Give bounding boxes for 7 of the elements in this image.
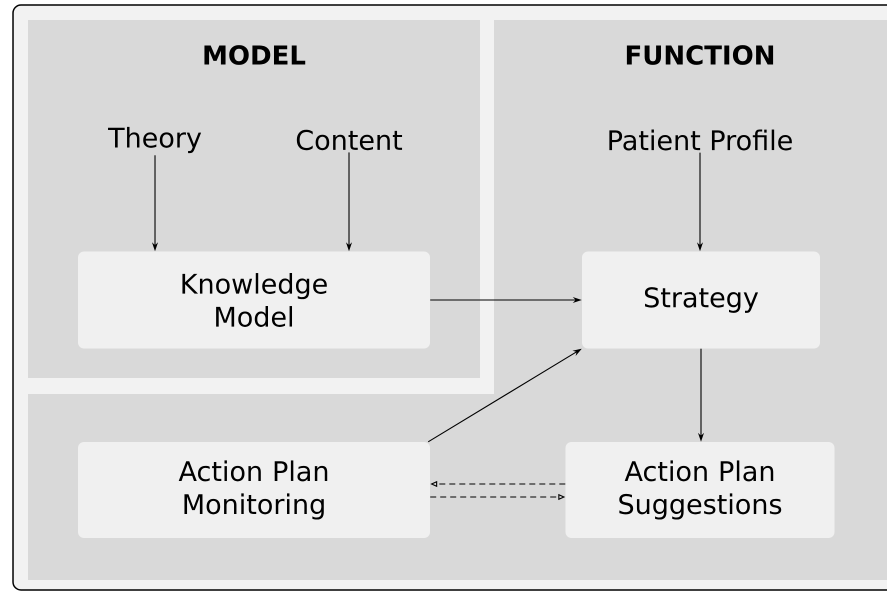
input-label: Patient Profile [609,130,792,150]
process-box: Action Plan Suggestions [566,442,834,538]
process-box: Knowledge Model [78,252,430,348]
input-label: Theory [108,126,202,154]
input-label: Content [296,130,402,150]
process-box: Action Plan Monitoring [78,442,430,538]
process-box: Strategy [582,252,820,348]
